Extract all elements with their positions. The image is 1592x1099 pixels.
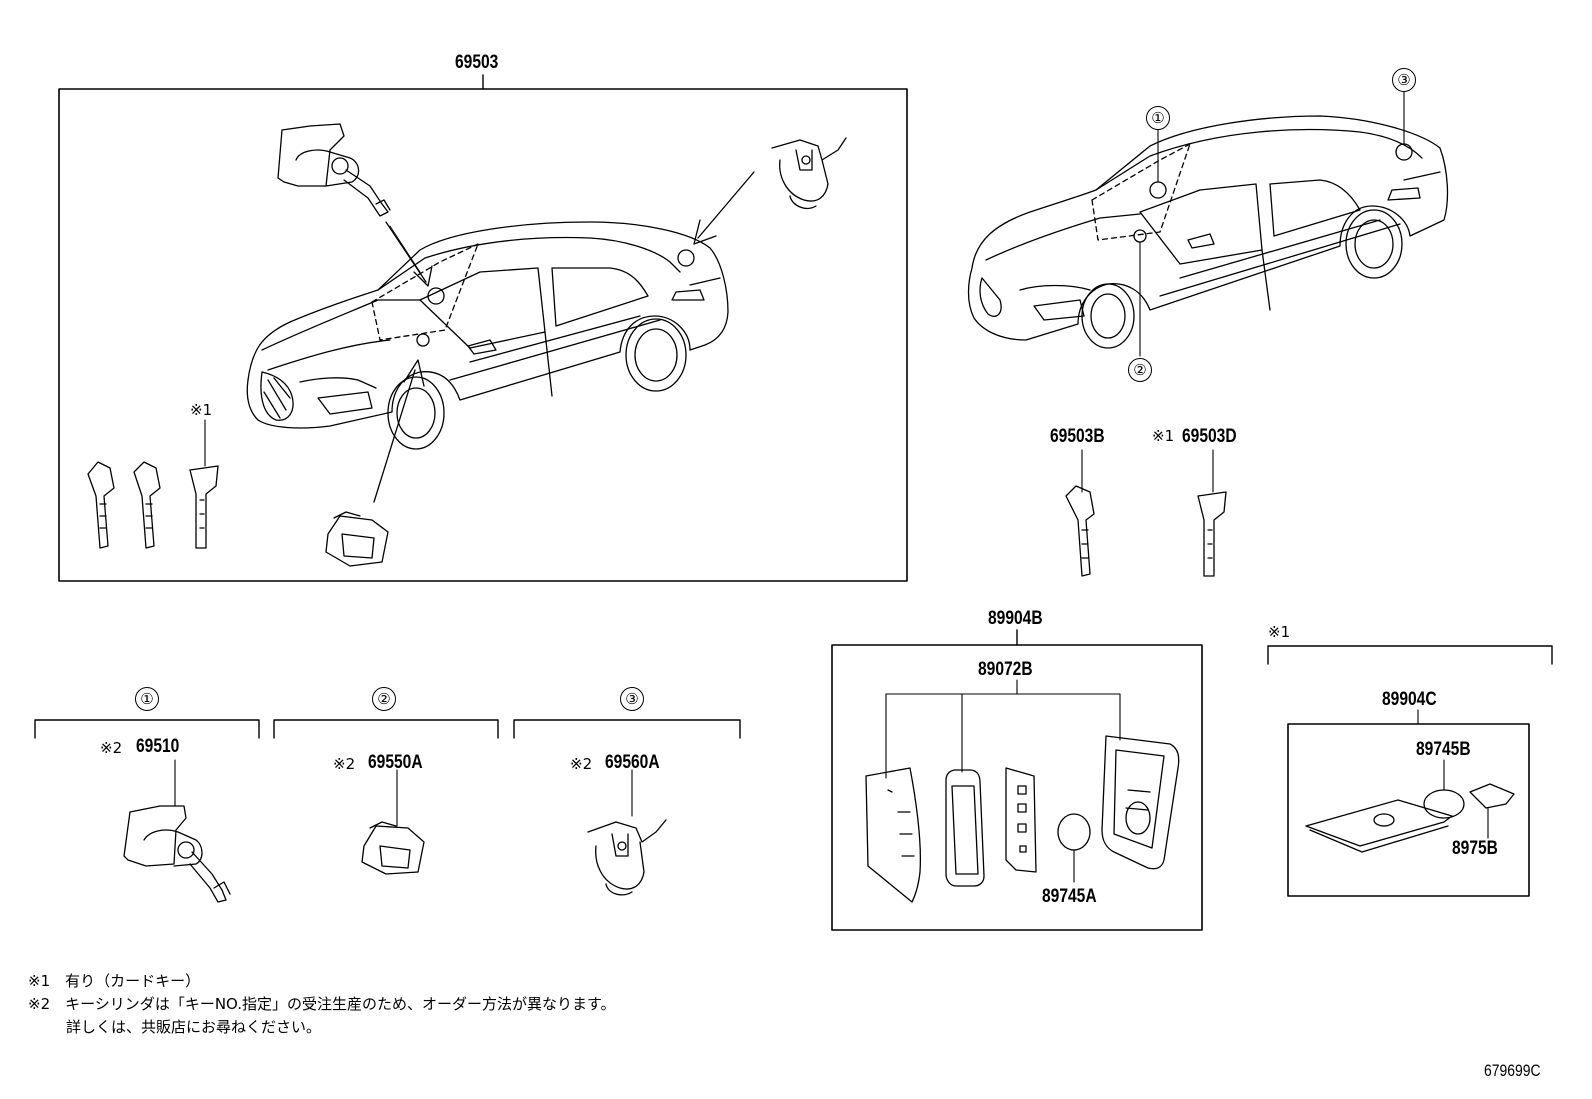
label-69503: 69503 [455,52,499,73]
marker-star2-69560A: ※2 [570,755,593,773]
car-illustration-main [247,222,728,449]
glove-lock-69550A-icon [362,770,424,874]
pointer-arrows [374,172,754,502]
marker-star1-69503D: ※1 [1152,427,1175,445]
diagram-id: 679699C [1484,1061,1541,1080]
label-8975B: 8975B [1452,838,1498,859]
label-69550A: 69550A [368,752,423,773]
label-69560A: 69560A [605,752,660,773]
label-89745B: 89745B [1416,739,1471,760]
footnote-2-continued: 詳しくは、共販店にお尋ねください。 [66,1018,322,1036]
callout-3-locator: ③ [1392,68,1416,92]
door-lock-cylinder-icon [278,124,390,216]
marker-star1-card: ※1 [1268,623,1291,641]
assembly-box-89904B [832,630,1202,930]
door-cylinder-69510-icon [124,760,230,902]
footnote-1: ※1 有り（カードキー） [28,972,201,990]
assembly-box-69503 [59,75,907,581]
glove-box-lock-icon [326,512,388,566]
label-89904B: 89904B [988,608,1043,629]
callout-1-locator: ① [1146,106,1170,130]
label-89904C: 89904C [1382,689,1437,710]
marker-star1-main: ※1 [190,401,213,419]
car-illustration-locator [969,92,1448,356]
callout-2-locator: ② [1128,358,1152,382]
callout-3: ③ [620,687,644,711]
callout-2: ② [372,687,396,711]
marker-star2-69550A: ※2 [333,755,356,773]
marker-star2-69510: ※2 [100,739,123,757]
key-icons-main [88,420,218,548]
trunk-lock-icon [772,138,846,208]
callout-1: ① [135,687,159,711]
label-69503D: 69503D [1182,426,1237,447]
key-icons-replacement [1066,450,1226,576]
label-89745A: 89745A [1042,886,1097,907]
footnote-2: ※2 キーシリンダは「キーNO.指定」の受注生産のため、オーダー方法が異なります… [28,995,616,1013]
assembly-box-89904C [1268,646,1552,896]
callout-brackets [35,720,740,738]
label-89072B: 89072B [978,659,1033,680]
label-69510: 69510 [136,736,180,757]
trunk-lock-69560A-icon [588,770,666,895]
label-69503B: 69503B [1050,426,1105,447]
